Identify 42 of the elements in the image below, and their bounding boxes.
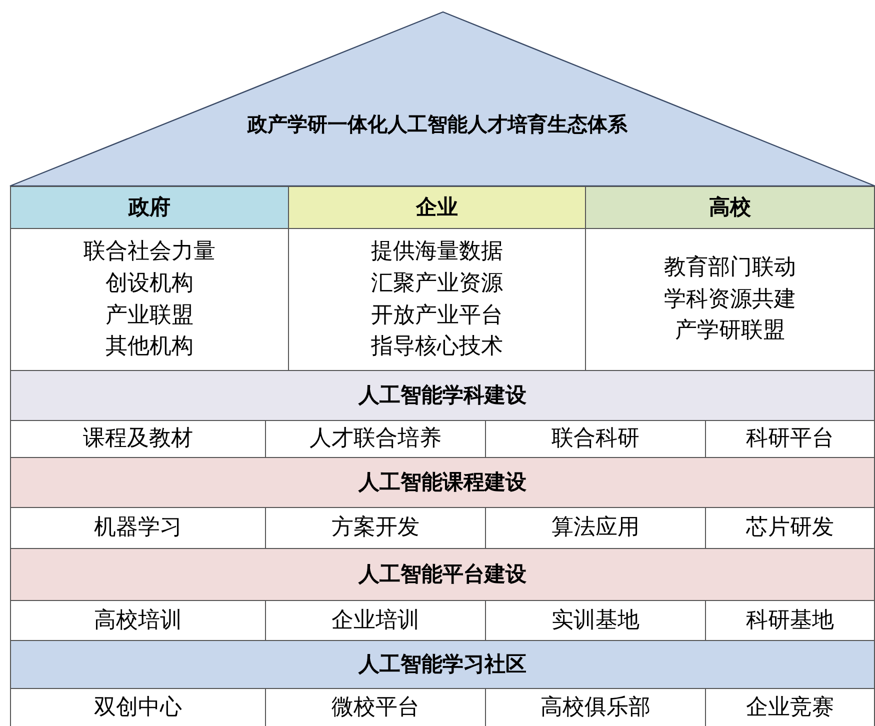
- cell-text: 微校平台: [332, 694, 420, 722]
- cell-text: 联合科研: [552, 425, 640, 454]
- cell-text: 科研基地: [746, 606, 834, 635]
- cell-text: 课程及教材: [83, 425, 193, 454]
- cell-text: 提供海量数据: [371, 238, 503, 266]
- header-text: 企业: [416, 194, 458, 222]
- cell-text: 汇聚产业资源: [371, 270, 503, 298]
- cell-text: 教育部门联动: [664, 254, 796, 282]
- cell-text: 企业培训: [332, 606, 420, 635]
- section-band: [10, 370, 875, 421]
- cell-text: 创设机构: [106, 270, 194, 298]
- cell-text: 产业联盟: [106, 302, 194, 330]
- cell-text: 联合社会力量: [84, 238, 216, 266]
- header-text: 政府: [128, 194, 170, 222]
- section-title: 人工智能平台建设: [358, 561, 526, 588]
- section-title: 人工智能学习社区: [358, 651, 526, 678]
- section-band: [10, 548, 875, 601]
- cell-text: 开放产业平台: [371, 302, 503, 330]
- section-title: 人工智能课程建设: [358, 469, 526, 496]
- cell-text: 其他机构: [106, 333, 194, 362]
- column-header: [585, 186, 875, 229]
- header-text: 高校: [709, 194, 751, 222]
- section-band: [10, 640, 875, 689]
- section-title: 人工智能学科建设: [358, 382, 526, 410]
- cell-text: 芯片研发: [746, 514, 834, 542]
- cell-text: 学科资源共建: [664, 286, 796, 314]
- cell-text: 科研平台: [746, 425, 834, 454]
- cell-text: 产学研联盟: [675, 317, 785, 346]
- roof-label: 政产学研一体化人工智能人才培育生态体系: [248, 111, 628, 138]
- cell-text: 方案开发: [332, 514, 420, 542]
- cell-text: 高校培训: [94, 606, 182, 635]
- cell-text: 双创中心: [94, 694, 182, 722]
- column-header: [288, 186, 586, 229]
- cell-text: 人才联合培养: [310, 425, 442, 454]
- cell-text: 机器学习: [94, 514, 182, 542]
- cell-text: 实训基地: [552, 606, 640, 635]
- section-band: [10, 457, 875, 508]
- cell-text: 指导核心技术: [371, 333, 503, 362]
- cell-text: 高校俱乐部: [540, 694, 650, 722]
- cell-text: 企业竞赛: [746, 694, 834, 722]
- cell-text: 算法应用: [552, 514, 640, 542]
- column-header: [10, 186, 289, 229]
